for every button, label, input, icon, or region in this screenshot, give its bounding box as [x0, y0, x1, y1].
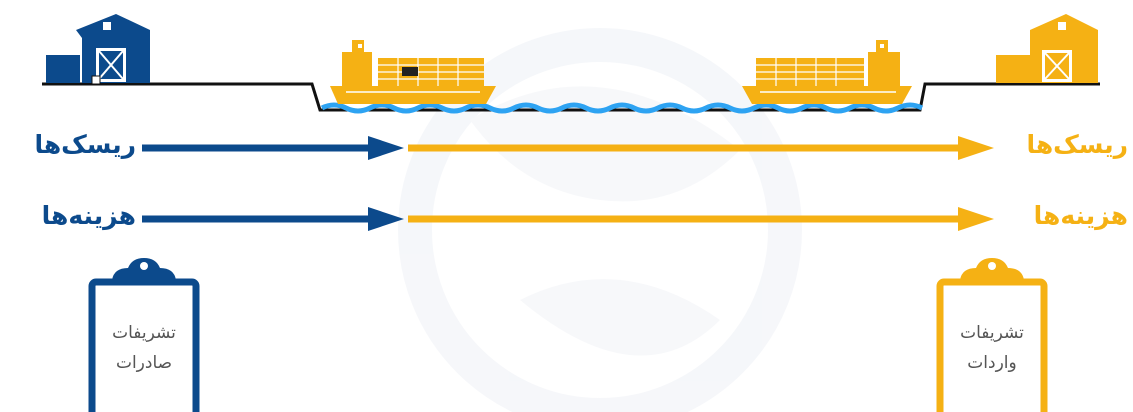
- cost-import-arrow: [408, 207, 994, 231]
- container-ship-icon: [742, 40, 912, 104]
- risk-import-label: ریسک‌ها: [1000, 130, 1128, 159]
- export-clearance-text: تشریفات صادرات: [96, 318, 192, 378]
- export-clearance-line2: صادرات: [96, 348, 192, 378]
- cost-export-arrow: [142, 207, 404, 231]
- risk-export-arrow: [142, 136, 404, 160]
- risk-export-label: ریسک‌ها: [14, 130, 136, 159]
- export-clearance-line1: تشریفات: [96, 318, 192, 348]
- container-ship-icon: [330, 40, 496, 104]
- warehouse-icon: [46, 14, 150, 84]
- import-clearance-line1: تشریفات: [944, 318, 1040, 348]
- cost-import-label: هزینه‌ها: [1000, 201, 1128, 230]
- warehouse-icon: [996, 14, 1098, 83]
- import-clearance-text: تشریفات واردات: [944, 318, 1040, 378]
- cost-export-label: هزینه‌ها: [14, 201, 136, 230]
- import-clearance-line2: واردات: [944, 348, 1040, 378]
